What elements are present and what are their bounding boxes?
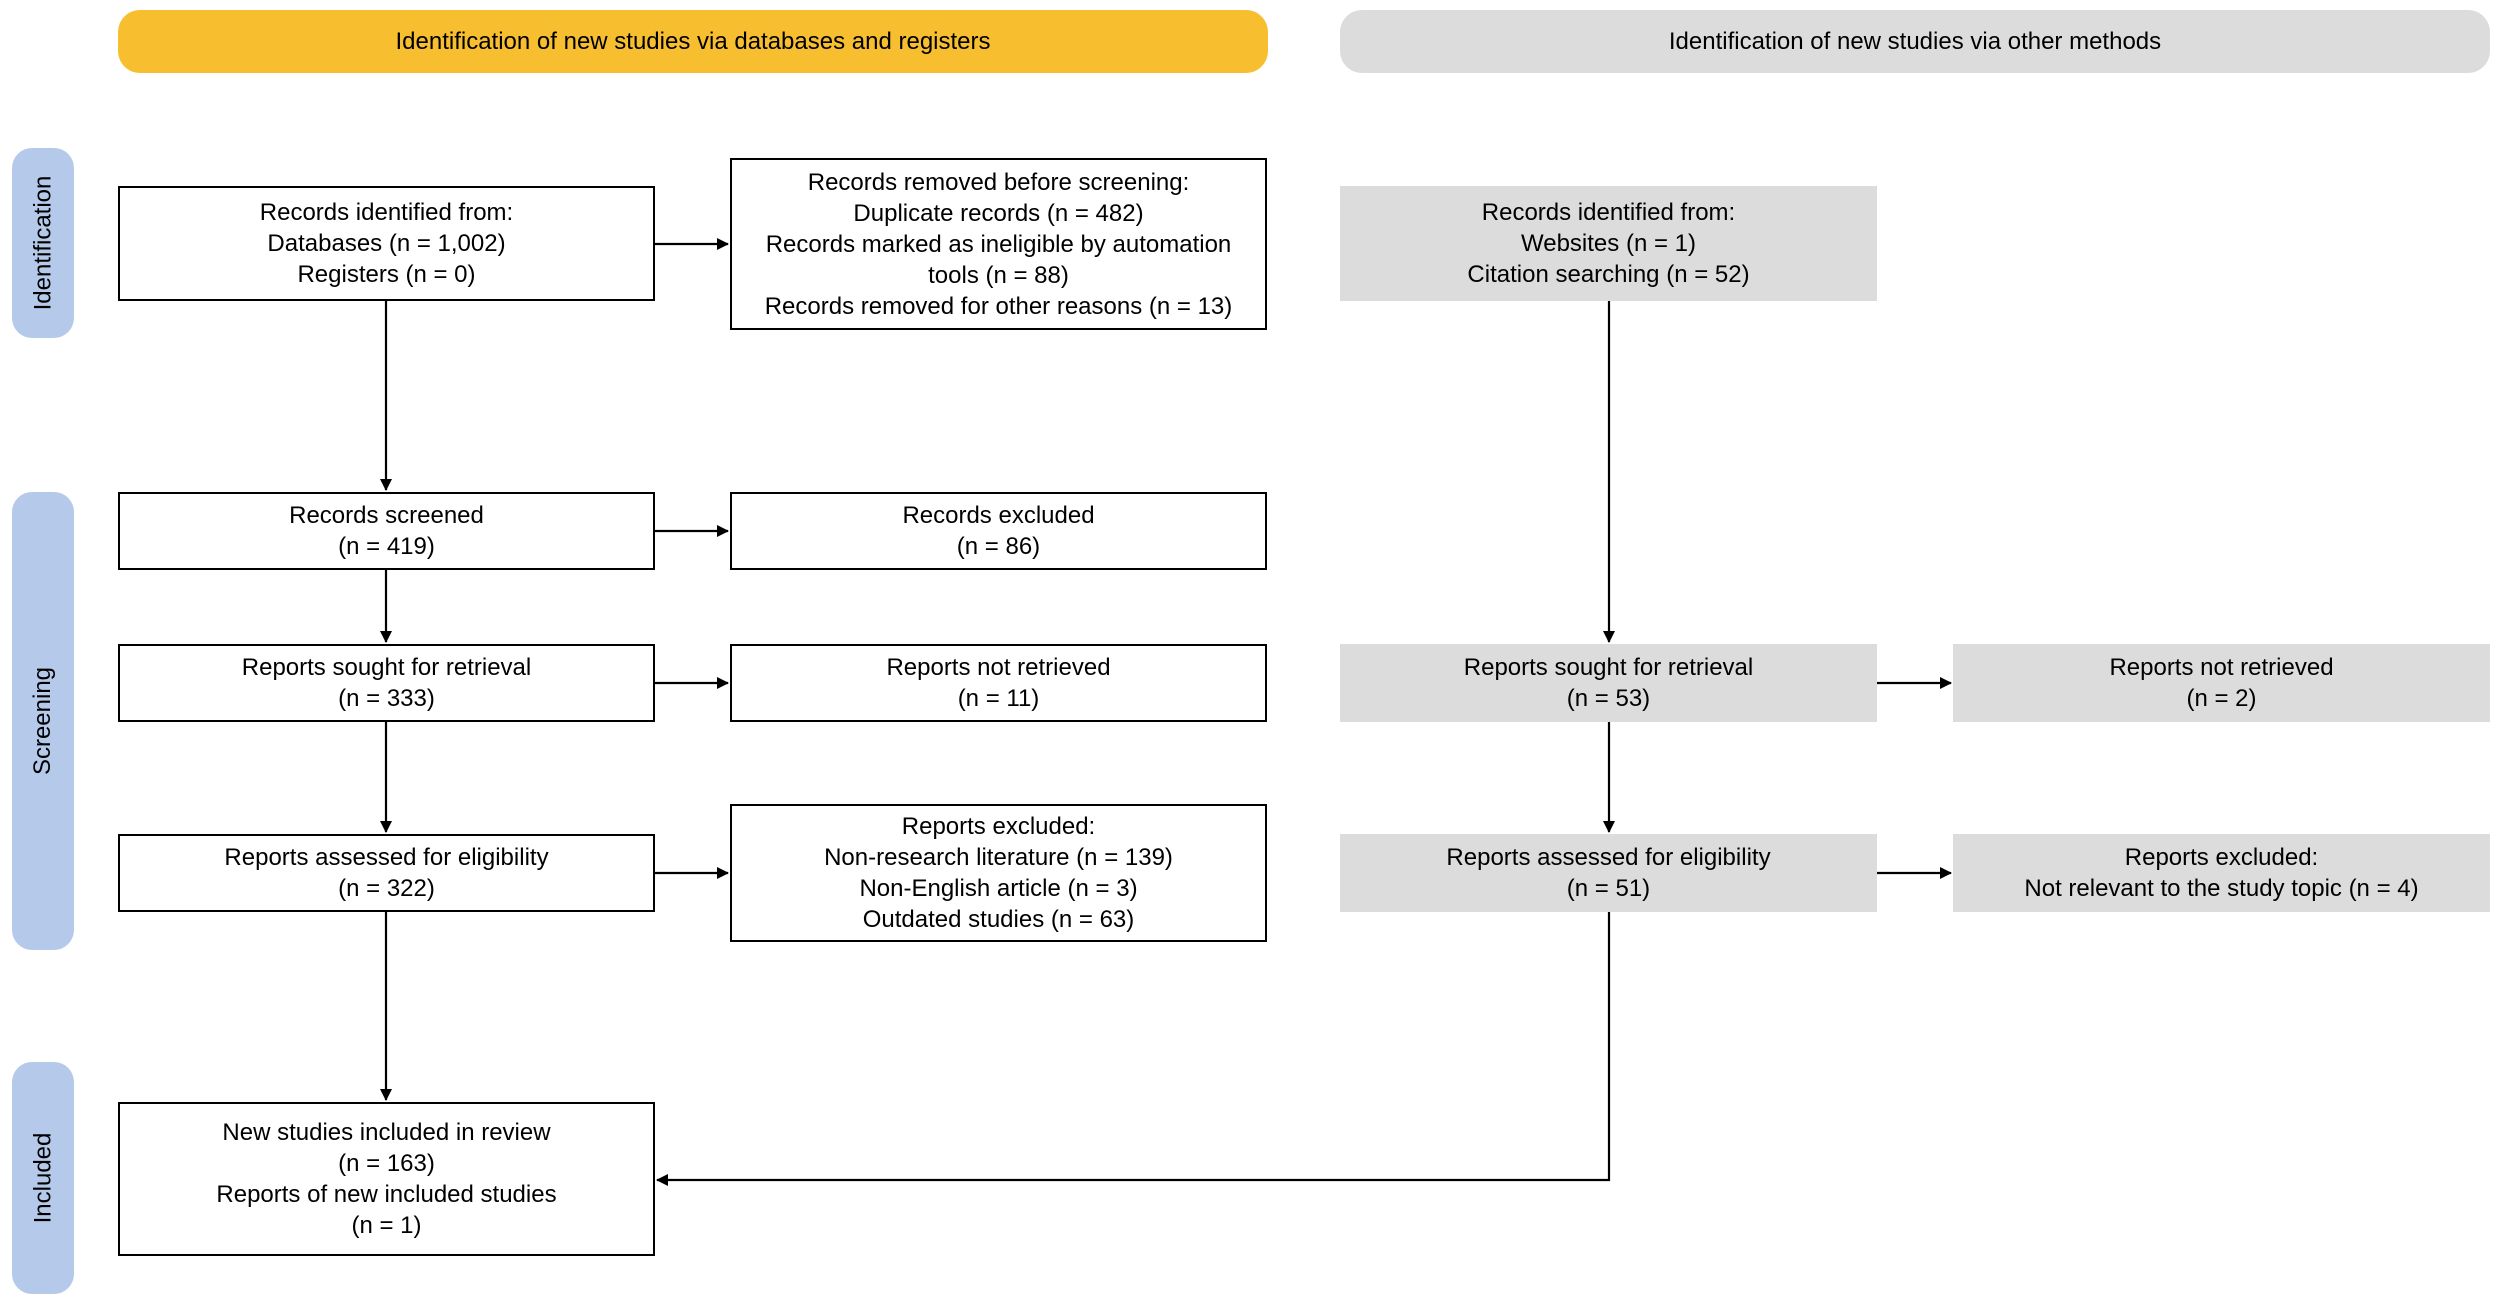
box-line: Records screened xyxy=(289,502,484,529)
db-reports-not-retrieved-box: Reports not retrieved (n = 11) xyxy=(730,644,1267,722)
box-line: Non-English article (n = 3) xyxy=(859,875,1138,902)
arrow-other-assessed-to-included xyxy=(656,912,1611,1186)
box-line: (n = 163) xyxy=(338,1150,435,1177)
other-reports-excluded-box: Reports excluded: Not relevant to the st… xyxy=(1953,834,2490,912)
box-line: Records marked as ineligible by automati… xyxy=(765,230,1232,258)
box-line: (n = 2) xyxy=(2186,685,2257,712)
stage-identification: Identification xyxy=(12,148,74,338)
box-line: Reports not retrieved xyxy=(886,654,1111,681)
databases-header: Identification of new studies via databa… xyxy=(118,10,1268,73)
box-line: Records identified from: xyxy=(259,199,514,226)
box-line: Databases (n = 1,002) xyxy=(267,230,506,257)
db-records-removed-box: Records removed before screening: Duplic… xyxy=(730,158,1267,330)
box-line: Reports assessed for eligibility xyxy=(1446,844,1771,871)
box-line: Reports excluded: xyxy=(901,813,1096,840)
box-line: (n = 333) xyxy=(338,685,435,712)
box-line: Not relevant to the study topic (n = 4) xyxy=(2024,875,2419,902)
box-line: Duplicate records (n = 482) xyxy=(853,199,1144,227)
box-line: Reports of new included studies xyxy=(216,1181,557,1208)
box-line: Records removed for other reasons (n = 1… xyxy=(764,292,1233,320)
other-reports-sought-box: Reports sought for retrieval (n = 53) xyxy=(1340,644,1877,722)
box-line: Records excluded xyxy=(902,502,1095,529)
box-line: Reports sought for retrieval xyxy=(1463,654,1754,681)
box-line: tools (n = 88) xyxy=(928,261,1069,289)
box-line: Registers (n = 0) xyxy=(297,261,476,288)
box-line: New studies included in review xyxy=(222,1119,551,1146)
other-reports-not-retrieved-box: Reports not retrieved (n = 2) xyxy=(1953,644,2490,722)
box-line: (n = 51) xyxy=(1566,875,1651,902)
box-line: (n = 11) xyxy=(957,685,1040,712)
db-reports-assessed-box: Reports assessed for eligibility (n = 32… xyxy=(118,834,655,912)
db-records-screened-box: Records screened (n = 419) xyxy=(118,492,655,570)
box-line: Non-research literature (n = 139) xyxy=(824,844,1173,871)
other-methods-header-label: Identification of new studies via other … xyxy=(1668,27,2162,55)
box-line: Records identified from: xyxy=(1481,199,1736,226)
box-line: Websites (n = 1) xyxy=(1521,230,1696,257)
db-records-excluded-box: Records excluded (n = 86) xyxy=(730,492,1267,570)
other-records-identified-box: Records identified from: Websites (n = 1… xyxy=(1340,186,1877,301)
new-studies-included-box: New studies included in review (n = 163)… xyxy=(118,1102,655,1256)
box-line: Reports excluded: xyxy=(2124,844,2319,871)
stage-screening: Screening xyxy=(12,492,74,950)
db-reports-sought-box: Reports sought for retrieval (n = 333) xyxy=(118,644,655,722)
box-line: (n = 419) xyxy=(338,533,435,560)
box-line: Reports sought for retrieval xyxy=(241,654,532,681)
box-line: (n = 53) xyxy=(1566,685,1651,712)
other-methods-header: Identification of new studies via other … xyxy=(1340,10,2490,73)
box-line: (n = 86) xyxy=(956,533,1041,560)
box-line: Outdated studies (n = 63) xyxy=(862,906,1135,933)
databases-header-label: Identification of new studies via databa… xyxy=(395,27,991,55)
other-reports-assessed-box: Reports assessed for eligibility (n = 51… xyxy=(1340,834,1877,912)
db-reports-excluded-box: Reports excluded: Non-research literatur… xyxy=(730,804,1267,942)
box-line: Reports not retrieved xyxy=(2109,654,2334,681)
box-line: Citation searching (n = 52) xyxy=(1467,261,1750,288)
box-line: Records removed before screening: xyxy=(807,168,1190,196)
stage-included: Included xyxy=(12,1062,74,1294)
box-line: Reports assessed for eligibility xyxy=(224,844,549,871)
box-line: (n = 1) xyxy=(351,1212,422,1239)
box-line: (n = 322) xyxy=(338,875,435,902)
db-records-identified-box: Records identified from: Databases (n = … xyxy=(118,186,655,301)
